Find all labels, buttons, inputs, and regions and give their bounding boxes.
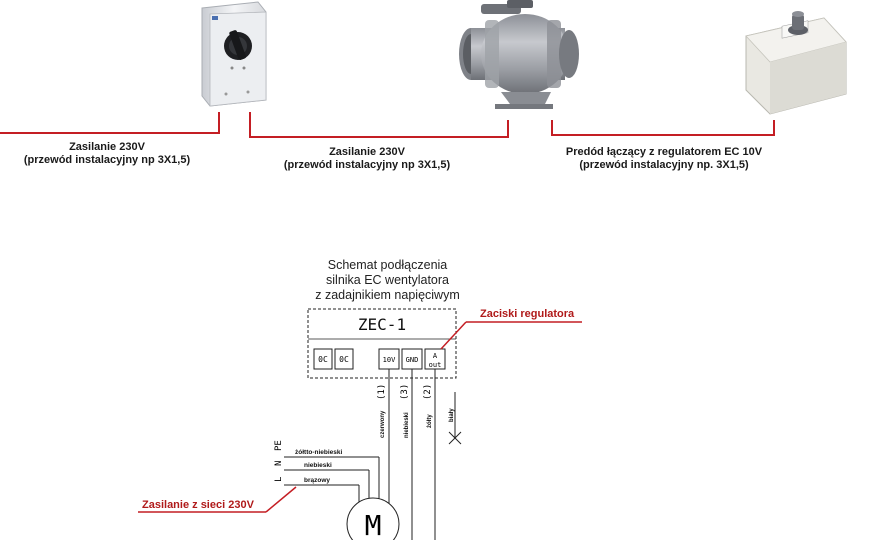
label-pe: PE xyxy=(274,440,284,451)
cable1-line-v xyxy=(218,112,220,134)
label-n-wire: niebieski xyxy=(304,462,332,469)
cable2-line-v-left xyxy=(249,112,251,138)
label-n2: (2) xyxy=(423,384,433,400)
label-bialy: biały xyxy=(449,408,455,422)
cable3-caption: Predód łączący z regulatorem EC 10V (prz… xyxy=(544,146,784,172)
label-czerwony: czerwony xyxy=(380,410,386,438)
cable1-caption-line2: (przewód instalacyjny np 3X1,5) xyxy=(23,154,191,166)
ec-regulator-photo xyxy=(745,11,847,115)
terminal-10v-label: 10V xyxy=(383,356,396,364)
motor-label: M xyxy=(365,509,382,540)
cable1-line-h xyxy=(0,132,220,134)
zaciski-leader-diag xyxy=(440,321,467,350)
schematic-title-line2: silnika EC wentylatora xyxy=(326,273,449,287)
schematic-title-line3: z zadajnikiem napięciwym xyxy=(315,288,460,302)
cable3-line-v-left xyxy=(551,120,553,136)
cable1-caption-line1: Zasilanie 230V xyxy=(69,141,145,153)
cable2-line-v-right xyxy=(507,120,509,138)
terminal-0c-1 xyxy=(313,348,333,370)
cable3-line-v-right xyxy=(773,120,775,136)
zasilanie-sieci-label: Zasilanie z sieci 230V xyxy=(142,499,254,511)
cable3-caption-line1: Predód łączący z regulatorem EC 10V xyxy=(565,146,763,158)
cable2-caption-line2: (przewód instalacyjny np 3X1,5) xyxy=(283,159,451,171)
label-pe-wire: żółtto-niebieski xyxy=(295,449,343,456)
schematic-title-line1: Schemat podłączenia xyxy=(327,258,448,272)
terminal-0c-2 xyxy=(334,348,354,370)
label-n: N xyxy=(274,461,284,466)
terminal-gnd-label: GND xyxy=(406,356,419,364)
cable2-caption: Zasilanie 230V (przewód instalacyjny np … xyxy=(262,146,472,172)
label-l: L xyxy=(274,477,284,482)
label-niebieski: niebieski xyxy=(404,412,410,438)
zec-box xyxy=(307,308,457,379)
zec-box-label: ZEC-1 xyxy=(358,315,406,334)
motor-symbol xyxy=(346,497,400,540)
label-zolty: żółty xyxy=(427,414,433,428)
cable3-caption-line2: (przewód instalacyjny np. 3X1,5) xyxy=(579,159,749,171)
label-n3: (3) xyxy=(400,384,410,400)
cable2-caption-line1: Zasilanie 230V xyxy=(329,146,405,158)
cable3-line-h xyxy=(551,134,775,136)
terminal-0c-2-label: 0C xyxy=(339,355,349,364)
zasilanie-leader-diag xyxy=(265,486,297,513)
cable1-caption: Zasilanie 230V (przewód instalacyjny np … xyxy=(2,141,212,167)
label-n1: (1) xyxy=(377,384,387,400)
zaciski-regulatora-label: Zaciski regulatora xyxy=(480,308,575,320)
terminal-aout-label-out: out xyxy=(429,361,442,369)
cable2-line-h xyxy=(249,136,509,138)
isolator-switch-photo xyxy=(201,1,267,107)
terminal-aout-label-a: A xyxy=(433,352,438,360)
terminal-0c-1-label: 0C xyxy=(318,355,328,364)
label-l-wire: brązowy xyxy=(304,477,330,484)
schematic-title: Schemat podłączenia silnika EC wentylato… xyxy=(300,258,475,303)
wire-white-cut-b xyxy=(448,431,462,445)
duct-fan-photo xyxy=(459,0,579,109)
